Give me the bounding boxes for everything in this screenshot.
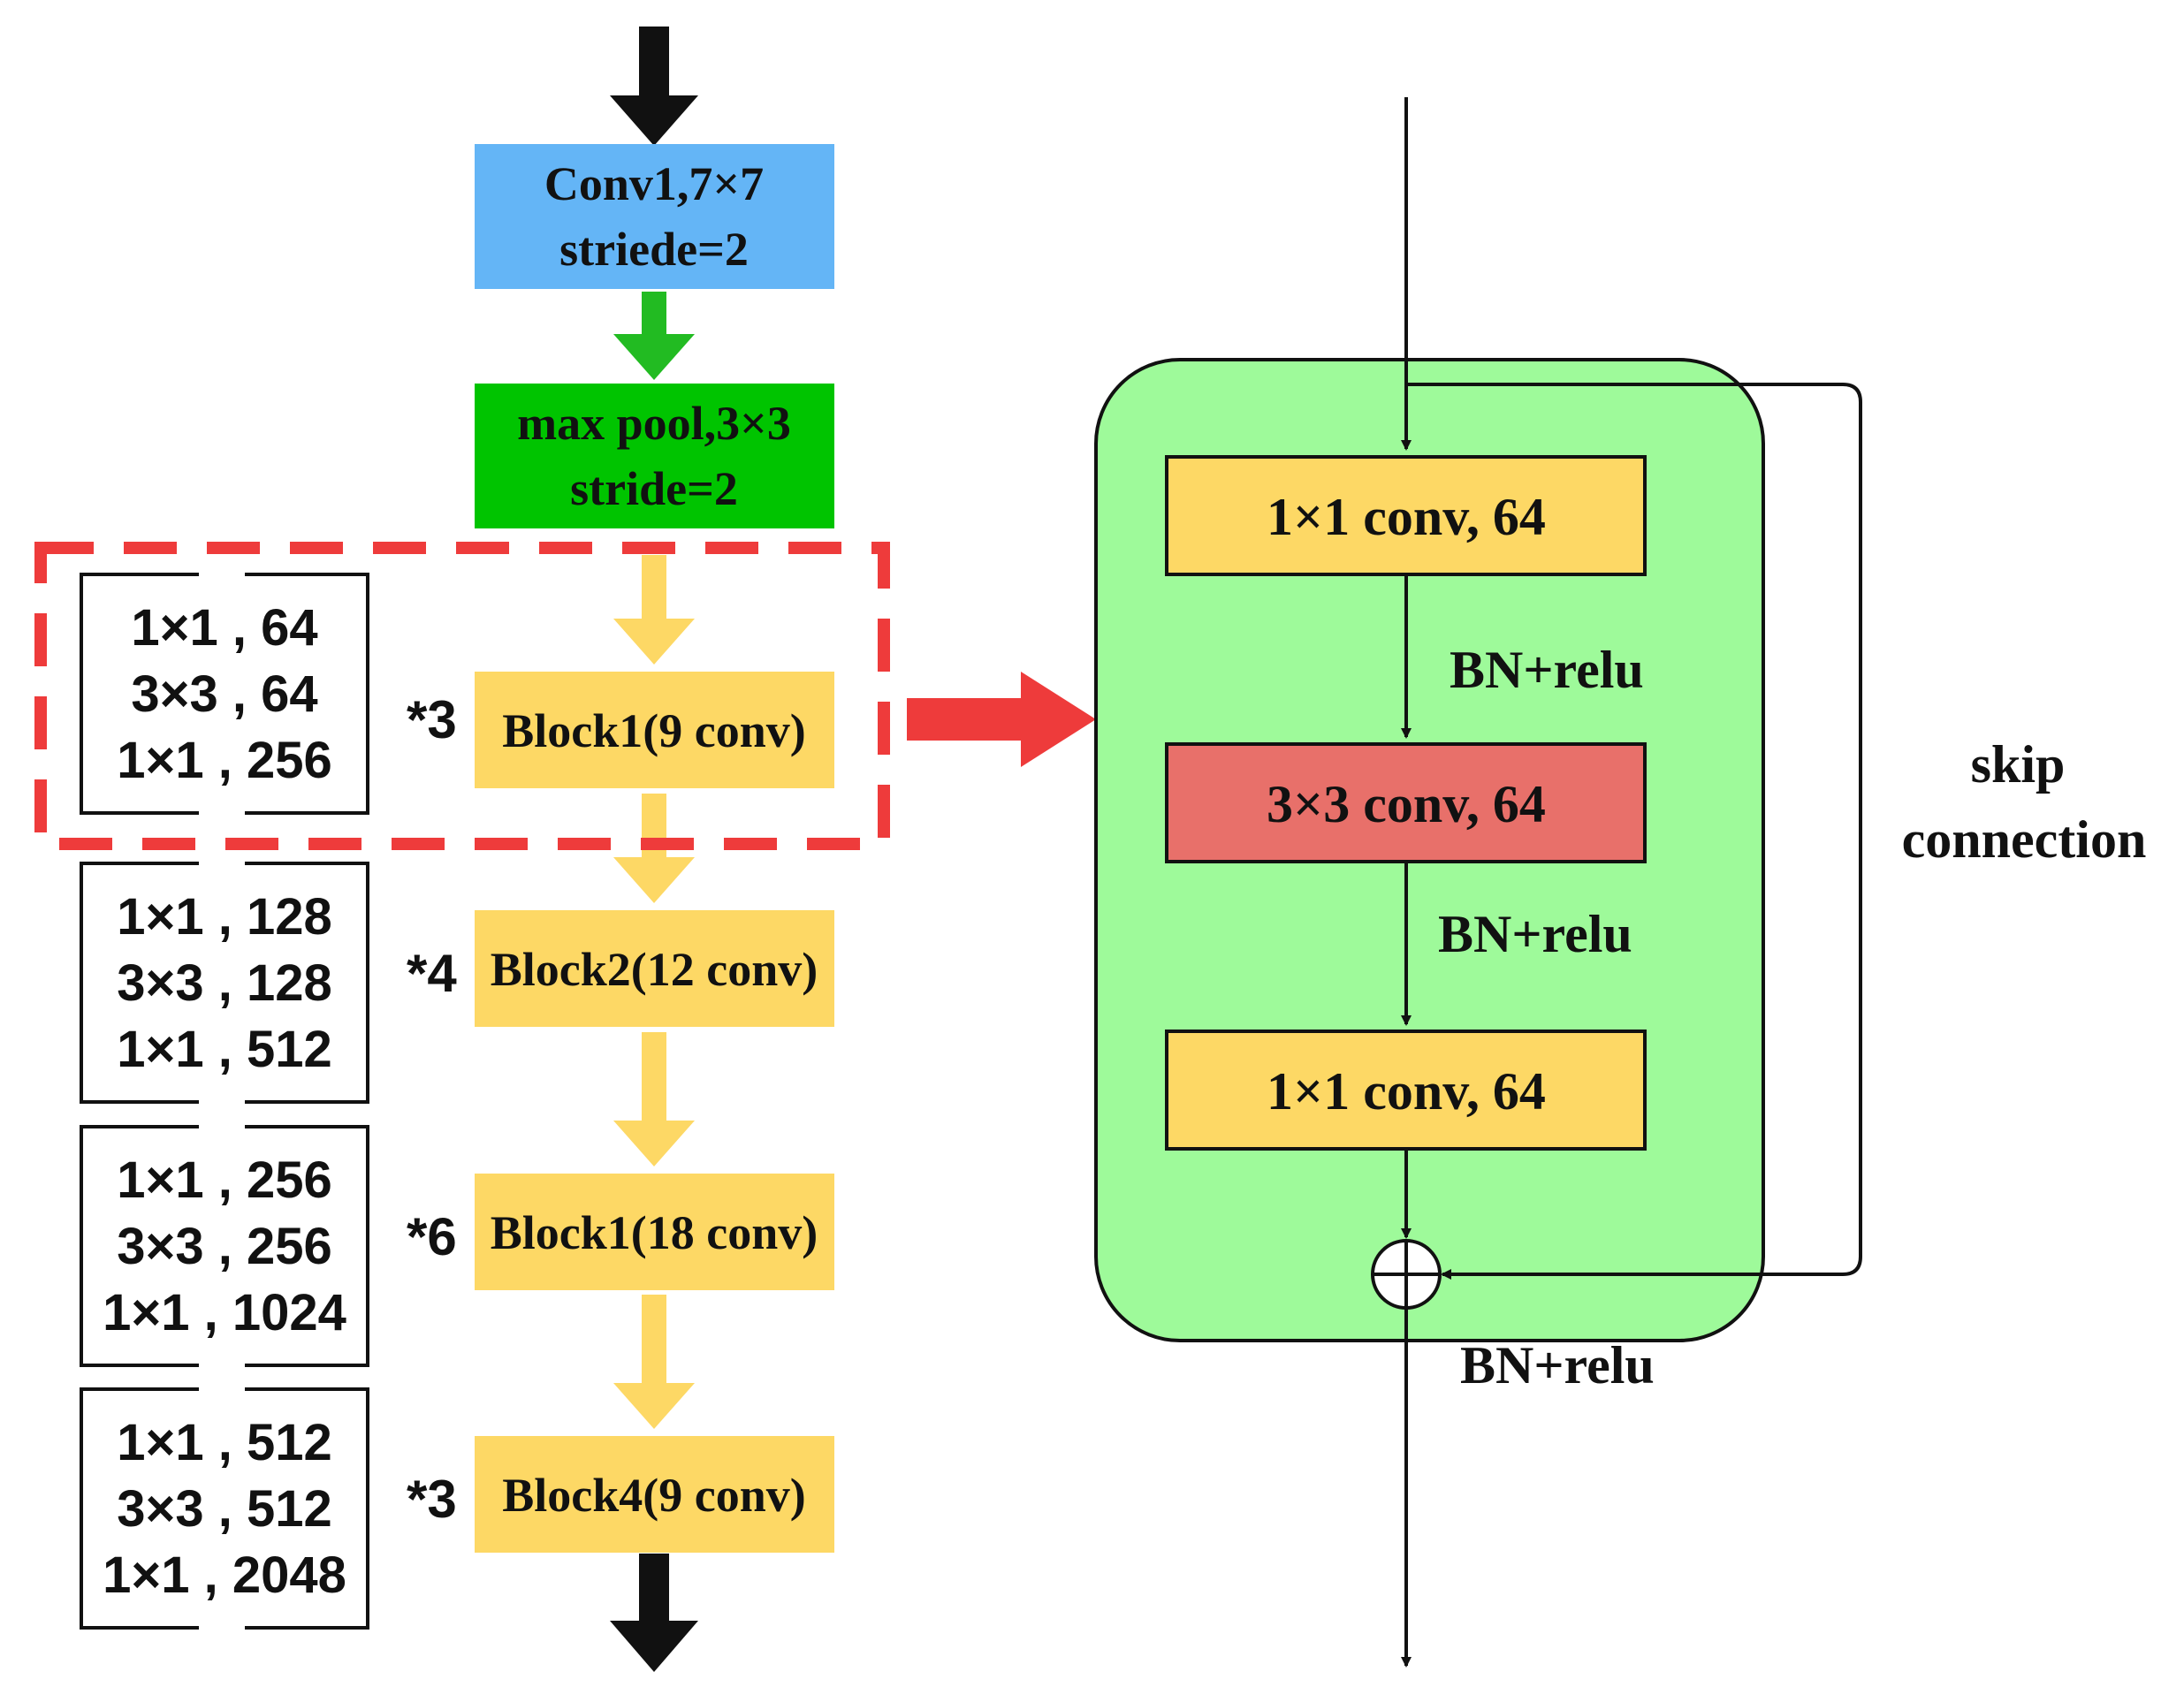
kernel-row: 1×1 , 128 bbox=[117, 888, 332, 946]
activation-label: BN+relu bbox=[1460, 1336, 1655, 1394]
activation-label: BN+relu bbox=[1438, 905, 1632, 963]
kernel-row: 1×1 , 1024 bbox=[103, 1284, 346, 1341]
residual-layer-label: 1×1 conv, 64 bbox=[1267, 488, 1546, 546]
activation-label: BN+relu bbox=[1450, 641, 1644, 699]
stage-4: 1×1 , 512 3×3 , 512 1×1 , 2048 *3 Block4… bbox=[80, 1386, 834, 1631]
yellow-arrow-icon bbox=[613, 555, 695, 665]
residual-block: 1×1 conv, 64 BN+relu 3×3 conv, 64 BN+rel… bbox=[1094, 97, 1862, 1668]
residual-layer-label: 1×1 conv, 64 bbox=[1267, 1062, 1546, 1121]
block-label: Block1(18 conv) bbox=[491, 1206, 818, 1259]
conv1-line1: Conv1,7×7 bbox=[544, 157, 764, 210]
stage-3: 1×1 , 256 3×3 , 256 1×1 , 1024 *6 Block1… bbox=[80, 1123, 834, 1369]
kernel-row: 1×1 , 256 bbox=[117, 732, 332, 789]
skip-label-line2: connection bbox=[1902, 810, 2147, 869]
red-pointer-arrow-icon bbox=[907, 672, 1096, 767]
input-arrow-icon bbox=[610, 27, 698, 146]
block-label: Block2(12 conv) bbox=[491, 943, 818, 996]
kernel-row: 1×1 , 64 bbox=[131, 599, 317, 657]
kernel-row: 1×1 , 256 bbox=[117, 1151, 332, 1209]
yellow-arrow-icon bbox=[613, 1295, 695, 1429]
maxpool-line2: stride=2 bbox=[570, 462, 738, 515]
skip-label-line1: skip bbox=[1971, 735, 2066, 794]
circle-plus-icon bbox=[1371, 1239, 1442, 1310]
residual-layer-label: 3×3 conv, 64 bbox=[1267, 775, 1546, 833]
repeat-count: *3 bbox=[407, 690, 457, 749]
kernel-row: 1×1 , 512 bbox=[117, 1021, 332, 1078]
maxpool-box: max pool,3×3 stride=2 bbox=[475, 384, 834, 528]
stage-1: 1×1 , 64 3×3 , 64 1×1 , 256 *3 Block1(9 … bbox=[80, 571, 834, 817]
green-arrow-icon bbox=[613, 292, 695, 380]
highlight-dashed-box bbox=[34, 542, 890, 850]
repeat-count: *6 bbox=[407, 1207, 457, 1266]
block-label: Block4(9 conv) bbox=[502, 1469, 806, 1522]
repeat-count: *3 bbox=[407, 1470, 457, 1529]
yellow-arrow-icon bbox=[613, 1032, 695, 1166]
kernel-row: 3×3 , 512 bbox=[117, 1480, 332, 1538]
block-label: Block1(9 conv) bbox=[502, 704, 806, 757]
kernel-row: 3×3 , 128 bbox=[117, 954, 332, 1012]
maxpool-line1: max pool,3×3 bbox=[517, 397, 791, 450]
output-arrow-icon bbox=[610, 1554, 698, 1672]
conv1-line2: striede=2 bbox=[559, 223, 749, 276]
kernel-row: 3×3 , 64 bbox=[131, 665, 317, 723]
stage-2: 1×1 , 128 3×3 , 128 1×1 , 512 *4 Block2(… bbox=[80, 860, 834, 1106]
kernel-row: 1×1 , 2048 bbox=[103, 1546, 346, 1604]
conv1-box: Conv1,7×7 striede=2 bbox=[475, 144, 834, 289]
kernel-row: 1×1 , 512 bbox=[117, 1414, 332, 1471]
repeat-count: *4 bbox=[407, 944, 457, 1003]
kernel-row: 3×3 , 256 bbox=[117, 1218, 332, 1275]
